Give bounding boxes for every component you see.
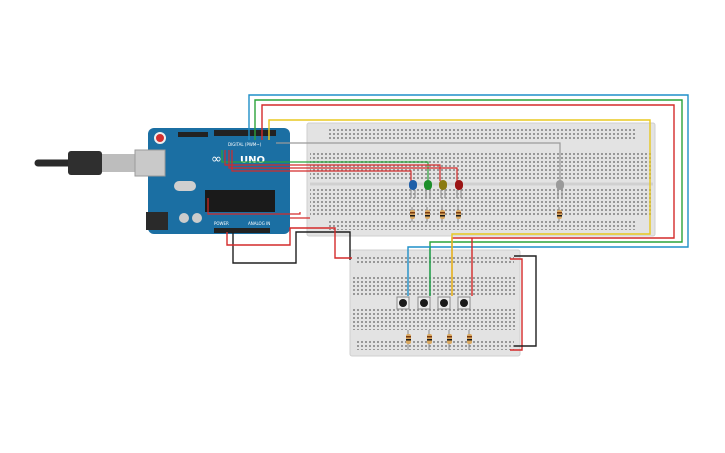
usb-cable <box>34 151 136 175</box>
board-logo: ∞ <box>211 152 222 167</box>
wire-red-led-1 <box>224 150 441 181</box>
wire-blue-btn <box>407 246 430 296</box>
digital-pins-label: DIGITAL (PWM~) <box>228 142 262 147</box>
wire-red-right <box>510 258 523 351</box>
resistor-4 <box>456 207 461 222</box>
lower-breadboard[interactable] <box>349 249 521 357</box>
pushbutton-4 <box>457 296 471 310</box>
led-blue <box>409 180 417 198</box>
wire-black-right <box>514 255 537 347</box>
pushbutton-3 <box>437 296 451 310</box>
pushbutton-1 <box>396 296 410 310</box>
long-wires[interactable] <box>248 94 689 296</box>
wire-yellow-loop <box>268 119 651 296</box>
main-breadboard[interactable] <box>306 122 656 237</box>
led-green <box>424 180 432 198</box>
leds <box>409 180 564 198</box>
led-white <box>556 180 564 198</box>
pulldown-resistor-1 <box>406 330 411 350</box>
button-resistors <box>406 330 472 350</box>
wire-gray-white-led <box>276 142 561 181</box>
wire-green-loop <box>254 99 683 296</box>
pulldown-resistor-3 <box>447 330 452 350</box>
resistor-1 <box>410 207 415 222</box>
pulldown-resistor-2 <box>427 330 432 350</box>
led-wires[interactable] <box>207 142 561 219</box>
resistor-2 <box>425 207 430 222</box>
resistor-3 <box>440 207 445 222</box>
wire-red-5v <box>226 227 352 259</box>
led-yellow <box>439 180 447 198</box>
analog-pins-label: ANALOG IN <box>248 221 270 226</box>
wire-green-led <box>221 150 429 181</box>
pushbutton-2 <box>417 296 431 310</box>
wire-red-led-3 <box>231 150 412 181</box>
led-red <box>455 180 463 198</box>
arduino-uno-board[interactable]: ∞ UNO DIGITAL (PWM~) POWER ANALOG IN <box>134 128 290 234</box>
power-wires[interactable] <box>226 227 537 351</box>
push-buttons[interactable] <box>396 296 471 310</box>
wire-red-led-2 <box>228 150 458 181</box>
wire-black-gnd <box>232 231 351 264</box>
led-resistors <box>410 207 562 222</box>
board-brand-label: UNO <box>240 155 265 166</box>
wire-red-side <box>207 198 301 215</box>
pulldown-resistor-4 <box>467 330 472 350</box>
resistor-5 <box>557 207 562 222</box>
power-pins-label: POWER <box>214 221 229 226</box>
